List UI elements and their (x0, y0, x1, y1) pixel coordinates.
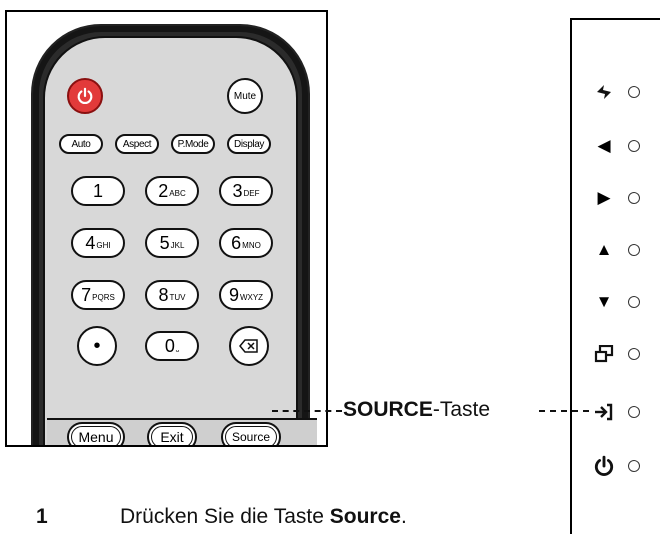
right-arrow-icon: ▶ (597, 188, 611, 207)
key-0[interactable]: 0⎵ (145, 331, 199, 361)
callout-bold: SOURCE (343, 398, 433, 421)
key-digit: 5 (159, 232, 170, 253)
step-text-after: . (400, 505, 407, 528)
key-digit: 4 (85, 232, 96, 253)
monitor-side-panel: ◀ ▶ ▲ ▼ (570, 18, 660, 534)
side-button-auto[interactable] (590, 80, 660, 104)
side-button-left[interactable]: ◀ (590, 134, 660, 158)
key-digit: 3 (232, 180, 243, 201)
side-button-power[interactable] (590, 454, 660, 478)
left-arrow-icon: ◀ (597, 136, 611, 155)
side-button-led[interactable] (628, 192, 640, 204)
source-input-icon (590, 400, 618, 424)
power-button[interactable] (67, 78, 103, 114)
auto-button[interactable]: Auto (59, 134, 103, 154)
side-button-led[interactable] (628, 244, 640, 256)
side-button-led[interactable] (628, 140, 640, 152)
menu-label: Menu (78, 429, 114, 445)
callout-rest: -Taste (432, 398, 491, 421)
up-arrow-icon: ▲ (595, 240, 613, 259)
key-digit: 0 (164, 335, 175, 356)
bottom-button-strip: Menu Exit Source (47, 418, 317, 445)
side-button-led[interactable] (628, 296, 640, 308)
side-button-up[interactable]: ▲ (590, 238, 660, 262)
key-letters: TUV (169, 292, 186, 302)
display-button[interactable]: Display (227, 134, 271, 154)
display-label: Display (234, 138, 264, 150)
auto-adjust-icon (590, 80, 618, 104)
key-digit: 9 (228, 284, 239, 305)
key-letters: GHI (96, 240, 111, 250)
key-letters: DEF (243, 188, 260, 198)
key-letters: JKL (170, 240, 185, 250)
key-digit: 6 (231, 232, 242, 253)
callout-leader-right (539, 410, 589, 412)
source-label: Source (231, 430, 271, 444)
power-icon (590, 454, 618, 478)
source-key-callout: SOURCE-Taste (343, 398, 490, 422)
aspect-button[interactable]: Aspect (115, 134, 159, 154)
key-letters: WXYZ (239, 292, 264, 302)
side-button-led[interactable] (628, 348, 640, 360)
dot-glyph: • (93, 334, 101, 357)
step-text: Drücken Sie die Taste Source. (120, 505, 407, 529)
auto-label: Auto (71, 138, 91, 150)
side-button-led[interactable] (628, 86, 640, 98)
side-button-led[interactable] (628, 406, 640, 418)
key-digit: 7 (81, 284, 92, 305)
dot-button[interactable]: • (77, 326, 117, 366)
key-digit: 8 (158, 284, 169, 305)
key-1[interactable]: 1 (71, 176, 125, 206)
exit-label: Exit (160, 429, 184, 445)
key-digit: 1 (92, 180, 103, 201)
side-button-menu[interactable] (590, 342, 660, 366)
side-button-right[interactable]: ▶ (590, 186, 660, 210)
mute-label: Mute (233, 90, 257, 102)
step-number: 1 (36, 505, 48, 528)
key-letters: ABC (169, 188, 186, 198)
power-icon (77, 87, 93, 105)
side-button-source[interactable] (590, 400, 660, 424)
source-button[interactable]: Source (221, 422, 281, 445)
side-button-down[interactable]: ▼ (590, 290, 660, 314)
key-letters: PQRS (92, 292, 115, 302)
step-text-bold: Source (329, 505, 401, 528)
aspect-label: Aspect (122, 138, 152, 150)
menu-button[interactable]: Menu (67, 422, 125, 445)
mute-button[interactable]: Mute (227, 78, 263, 114)
side-button-led[interactable] (628, 460, 640, 472)
down-arrow-icon: ▼ (595, 292, 613, 311)
key-letters: ⎵ (175, 343, 180, 352)
step-text-before: Drücken Sie die Taste (120, 505, 330, 528)
key-letters: MNO (242, 240, 261, 250)
backspace-button[interactable] (229, 326, 269, 366)
key-digit: 2 (158, 180, 169, 201)
backspace-icon (239, 339, 258, 353)
pmode-label: P.Mode (177, 138, 209, 150)
pmode-button[interactable]: P.Mode (171, 134, 215, 154)
exit-button[interactable]: Exit (147, 422, 197, 445)
menu-icon (590, 342, 618, 366)
callout-leader-left (272, 410, 342, 412)
